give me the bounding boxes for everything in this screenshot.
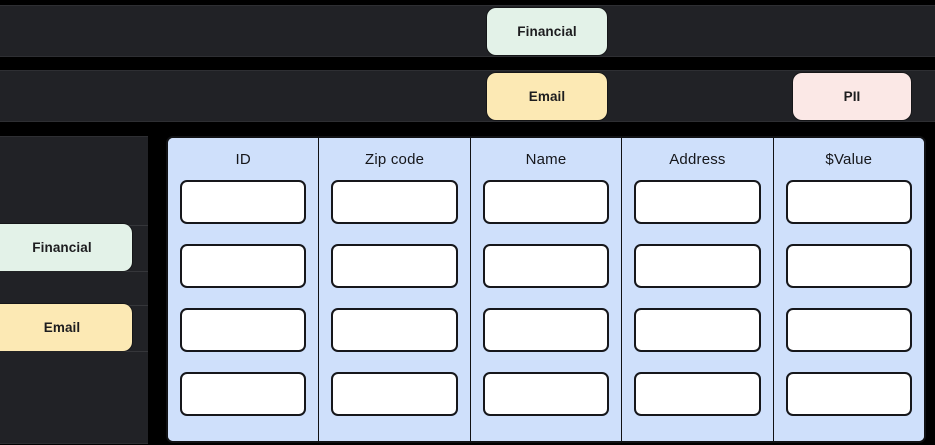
table-cell[interactable] (482, 180, 610, 224)
column-header: Zip code (365, 150, 425, 168)
tag-row-1 (0, 5, 935, 57)
table-cell[interactable] (634, 308, 761, 352)
table-cell[interactable] (634, 244, 761, 288)
tag-email-row2[interactable]: Email (487, 73, 607, 120)
column-cells (622, 180, 772, 441)
tag-row-2 (0, 70, 935, 122)
column-cells (471, 180, 621, 441)
table-cell[interactable] (634, 372, 761, 416)
column-header: Name (525, 150, 567, 168)
table-cell[interactable] (785, 180, 913, 224)
sidebar-item-email[interactable]: Email (0, 304, 132, 351)
sidebar-item-financial[interactable]: Financial (0, 224, 132, 271)
table-cell[interactable] (482, 244, 610, 288)
table-cell[interactable] (331, 244, 458, 288)
table-cell[interactable] (785, 308, 913, 352)
table-cell[interactable] (482, 308, 610, 352)
table-cell[interactable] (180, 372, 307, 416)
tag-financial-row1[interactable]: Financial (487, 8, 607, 55)
column-header: $Value (825, 150, 873, 168)
table-column-name: Name (470, 138, 623, 441)
table-column-address: Address (622, 138, 774, 441)
column-header: ID (235, 150, 251, 168)
table-cell[interactable] (482, 372, 610, 416)
table-cell[interactable] (331, 180, 458, 224)
table-cell[interactable] (180, 308, 307, 352)
sidebar-panel (0, 136, 148, 444)
table-cell[interactable] (180, 180, 307, 224)
column-cells (319, 180, 469, 441)
table-column-value: $Value (773, 138, 924, 441)
table-cell[interactable] (331, 372, 458, 416)
column-cells (774, 180, 924, 441)
data-table: ID Zip code Name (166, 136, 926, 443)
table-cell[interactable] (785, 372, 913, 416)
table-cell[interactable] (634, 180, 761, 224)
table-column-zip-code: Zip code (319, 138, 471, 441)
table-cell[interactable] (331, 308, 458, 352)
column-header: Address (669, 150, 726, 168)
table-cell[interactable] (180, 244, 307, 288)
column-cells (168, 180, 318, 441)
table-cell[interactable] (785, 244, 913, 288)
table-column-id: ID (168, 138, 320, 441)
tag-pii-row2[interactable]: PII (793, 73, 911, 120)
